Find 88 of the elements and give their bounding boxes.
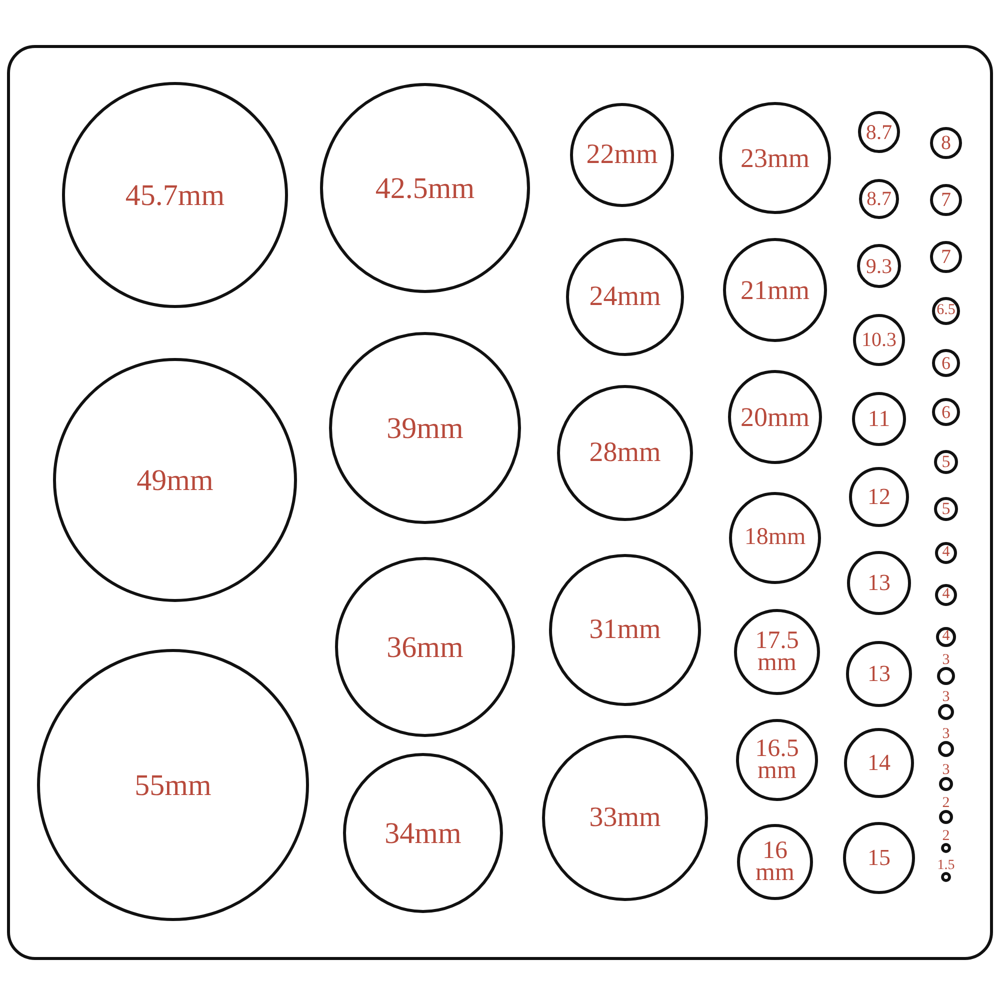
- circle-hole: [934, 497, 958, 521]
- size-label: 18mm: [744, 527, 806, 549]
- size-label: 3: [942, 726, 950, 741]
- size-label: 3: [942, 652, 950, 667]
- size-label: 15: [868, 848, 890, 868]
- circle-hole: [843, 822, 915, 894]
- size-label: 22mm: [586, 142, 658, 168]
- size-label: 14: [868, 752, 890, 774]
- circle-hole: [930, 184, 962, 216]
- circle-hole: [719, 102, 831, 214]
- size-label: 49mm: [136, 466, 214, 494]
- size-label: 4: [942, 588, 950, 602]
- circle-hole: [930, 127, 962, 159]
- size-label: 55mm: [134, 772, 212, 798]
- size-label: 45.7mm: [125, 182, 225, 208]
- size-label: 17.5 mm: [754, 630, 800, 674]
- circle-hole: [852, 392, 906, 446]
- size-label: 5: [942, 501, 950, 517]
- circle-hole: [847, 551, 911, 615]
- size-label: 8.7: [866, 122, 892, 142]
- circle-hole: [935, 542, 957, 564]
- circle-hole: [930, 241, 962, 273]
- circle-hole: [37, 649, 309, 921]
- size-label: 23mm: [740, 146, 810, 170]
- size-label: 16.5 mm: [754, 738, 800, 782]
- circle-hole: [728, 370, 822, 464]
- size-label: 1.5: [937, 858, 955, 872]
- size-label: 6.5: [936, 304, 956, 318]
- size-label: 3: [942, 762, 950, 777]
- circle-hole: [934, 450, 958, 474]
- circle-hole: [859, 179, 899, 219]
- size-label: 2: [942, 796, 950, 810]
- circle-hole: [723, 238, 827, 342]
- circle-hole: [936, 627, 956, 647]
- size-label: 11: [868, 408, 890, 430]
- size-label: 9.3: [866, 256, 892, 276]
- size-label: 39mm: [386, 414, 464, 442]
- size-label: 4: [942, 630, 950, 644]
- template-board: [7, 45, 993, 960]
- size-label: 8.7: [866, 190, 892, 208]
- circle-hole: [844, 728, 914, 798]
- size-label: 13: [868, 572, 890, 594]
- circle-hole: [846, 641, 912, 707]
- size-label: 5: [942, 454, 950, 470]
- circle-hole: [853, 314, 905, 366]
- size-label: 7: [941, 248, 951, 266]
- circle-hole: [729, 492, 821, 584]
- circle-hole: [320, 83, 530, 293]
- size-label: 36mm: [386, 634, 464, 660]
- size-label: 7: [941, 191, 951, 209]
- size-label: 12: [868, 486, 890, 508]
- circle-hole: [736, 719, 818, 801]
- size-label: 6: [942, 354, 950, 372]
- circle-hole: [566, 238, 684, 356]
- circle-hole: [849, 467, 909, 527]
- size-label: 4: [942, 546, 950, 560]
- circle-hole: [549, 554, 701, 706]
- size-label: 28mm: [589, 440, 661, 466]
- circle-hole: [932, 398, 960, 426]
- circle-hole: [62, 82, 288, 308]
- circle-hole: [932, 297, 960, 325]
- circle-hole: [858, 111, 900, 153]
- circle-hole: [570, 103, 674, 207]
- circle-hole: [734, 609, 820, 695]
- circle-hole: [857, 244, 901, 288]
- size-label: 8: [941, 134, 951, 152]
- size-label: 34mm: [384, 820, 462, 846]
- size-label: 3: [942, 690, 950, 704]
- size-label: 24mm: [589, 284, 661, 310]
- circle-hole: [343, 753, 503, 913]
- circle-hole: [932, 349, 960, 377]
- circle-hole: [557, 385, 693, 521]
- size-label: 31mm: [589, 617, 661, 643]
- circle-hole: [53, 358, 297, 602]
- size-label: 10.3: [862, 331, 896, 349]
- size-label: 13: [868, 664, 890, 684]
- circle-hole: [935, 584, 957, 606]
- circle-hole: [542, 735, 708, 901]
- size-label: 42.5mm: [375, 174, 475, 202]
- size-label: 21mm: [740, 278, 810, 302]
- size-label: 33mm: [589, 805, 661, 831]
- circle-hole: [335, 557, 515, 737]
- size-label: 6: [942, 404, 950, 420]
- size-label: 2: [942, 828, 950, 843]
- size-label: 16 mm: [754, 840, 796, 884]
- circle-hole: [329, 332, 521, 524]
- circle-hole: [737, 824, 813, 900]
- size-label: 20mm: [740, 404, 810, 430]
